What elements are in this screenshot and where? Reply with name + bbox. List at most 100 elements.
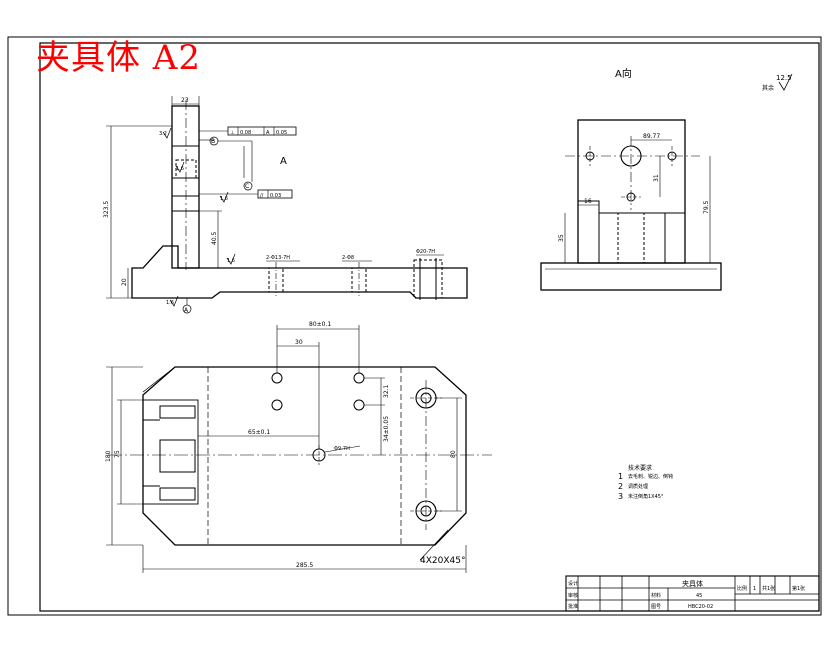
label-a: A	[280, 156, 287, 167]
chamfer-callout: 4X20X45°	[420, 556, 465, 566]
tb-scale-label: 比例	[737, 585, 747, 592]
hole-center-callout: Φ9-7H	[334, 446, 350, 452]
a-view-base	[540, 262, 722, 291]
hole-callout-2: 2-Φ8	[342, 255, 354, 261]
dim-left-outer: 180	[105, 450, 112, 462]
plan-hole	[353, 372, 365, 384]
chamfer-line	[142, 366, 176, 393]
plan-left-block	[142, 399, 199, 505]
dim-top-span: 80±0.1	[309, 321, 331, 328]
roughness-mark	[226, 253, 236, 265]
plan-view-text: 80±0.1 30 32.1 34±0.05 65±0.1 Φ9-7H 180 …	[105, 321, 465, 569]
dim-right-height: 79.5	[703, 200, 710, 214]
inner-border	[39, 42, 820, 612]
tech-note-num-2: 2	[618, 482, 623, 491]
roughness-value: 1.6	[176, 166, 184, 172]
tech-note-num-1: 1	[618, 472, 623, 481]
tol-frame-1-val: 0.08	[240, 130, 251, 136]
side-upright	[171, 105, 200, 269]
title-block	[565, 575, 820, 612]
drawing-stamp-title: 夹具体 A2	[36, 38, 201, 78]
tol-frame-3-val: 0.03	[270, 193, 281, 199]
dim-hole-spacing: 89.77	[643, 133, 660, 140]
datum-c-label: C	[245, 183, 249, 190]
tech-notes: 技术要求 1 去毛刺、锐边、倒钝 2 调质处理 3 未注倒角1X45°	[618, 464, 673, 501]
view-label-a: A向	[615, 67, 632, 80]
a-view	[540, 73, 793, 291]
dim-overall-height: 323.5	[103, 201, 110, 218]
side-base-outline	[131, 245, 468, 299]
a-view-text: A向 89.77 31 79.5 16 35 其余 12.5	[558, 67, 792, 242]
roughness-value: 1.6	[220, 196, 228, 202]
roughness-mark	[219, 191, 229, 203]
leader-line	[419, 529, 449, 561]
dim-base-height: 20	[121, 278, 128, 286]
outer-border	[7, 36, 822, 616]
plan-view	[106, 325, 492, 573]
dim-left-inner: 75	[114, 450, 121, 458]
roughness-mark	[175, 161, 185, 173]
tb-part-name: 夹具体	[682, 579, 703, 588]
roughness-note-label: 其余	[762, 84, 774, 92]
tech-note-num-3: 3	[618, 492, 623, 501]
tb-scale-value: 1	[753, 586, 756, 592]
plan-slot	[159, 487, 196, 501]
tol-frame-1-sym: ⊥	[230, 130, 234, 136]
datum-c-circle	[243, 181, 253, 191]
a-view-left-block	[577, 200, 600, 264]
datum-b-label: B	[211, 138, 215, 145]
hole-callout-1: 2-Φ13-7H	[266, 255, 290, 261]
tol-frame-2-val: 0.05	[276, 130, 287, 136]
roughness-value: 3.2	[159, 131, 167, 137]
tol-frame-1-ref: A	[266, 130, 270, 136]
tb-row-label: 设计	[568, 580, 578, 587]
dim-right-2: 34±0.05	[383, 416, 390, 442]
dim-top-width: 23	[181, 97, 189, 104]
plan-hole	[271, 372, 283, 384]
dim-small: 16	[584, 198, 592, 205]
dim-center: 65±0.1	[248, 429, 270, 436]
dim-left-height: 35	[558, 234, 565, 242]
tb-drawing-no: HBC20-02	[688, 604, 713, 610]
tech-note-text-2: 调质处理	[628, 483, 648, 490]
datum-a-label: A	[184, 307, 189, 314]
roughness-value: 1.6	[227, 258, 235, 264]
a-view-body	[577, 119, 686, 264]
plan-slot	[159, 405, 196, 419]
tech-note-text-3: 未注倒角1X45°	[628, 493, 664, 500]
plan-slot	[159, 439, 196, 473]
tb-row-label: 批准	[568, 603, 578, 610]
title-block-frame	[565, 575, 820, 612]
plan-hole	[271, 399, 283, 411]
roughness-value: 1.6	[166, 300, 174, 306]
leader-line	[324, 445, 361, 453]
dim-30: 30	[295, 339, 303, 346]
plan-hole	[353, 399, 365, 411]
tech-notes-title: 技术要求	[628, 464, 652, 472]
roughness-mark	[162, 127, 172, 139]
a-view-right-block	[664, 212, 686, 264]
roughness-mark	[169, 295, 179, 307]
hole-callout-3: Φ20-7H	[416, 249, 435, 255]
tb-row-label: 审核	[568, 592, 578, 599]
tb-material: 45	[696, 593, 702, 599]
dim-right-1: 32.1	[383, 384, 390, 398]
tb-material-label: 材料	[651, 592, 661, 599]
title-block-text: 设计 审核 批准 夹具体 材料 45 图号 HBC20-02 比例 1 共1张 …	[568, 579, 805, 610]
tb-sheet-label: 共1张	[762, 585, 775, 592]
dim-vertical: 31	[653, 174, 660, 182]
dim-step: 40.5	[211, 231, 218, 245]
tb-sheet-label-2: 第1张	[792, 585, 805, 592]
tol-frame-3-sym: //	[260, 193, 264, 199]
a-view-hidden-slot	[617, 212, 645, 264]
side-view-text: 23 323.5 20 40.5 A ⊥ 0.08 A 0.05 // 0.03…	[103, 97, 435, 314]
roughness-note-symbol	[778, 73, 793, 91]
dim-bottom: 285.5	[296, 562, 313, 569]
roughness-note-value: 12.5	[776, 74, 792, 82]
base-bore	[413, 259, 443, 299]
dim-right-span: 80	[450, 450, 457, 458]
tb-drawing-no-label: 图号	[651, 604, 661, 610]
tech-note-text-1: 去毛刺、锐边、倒钝	[628, 473, 673, 480]
